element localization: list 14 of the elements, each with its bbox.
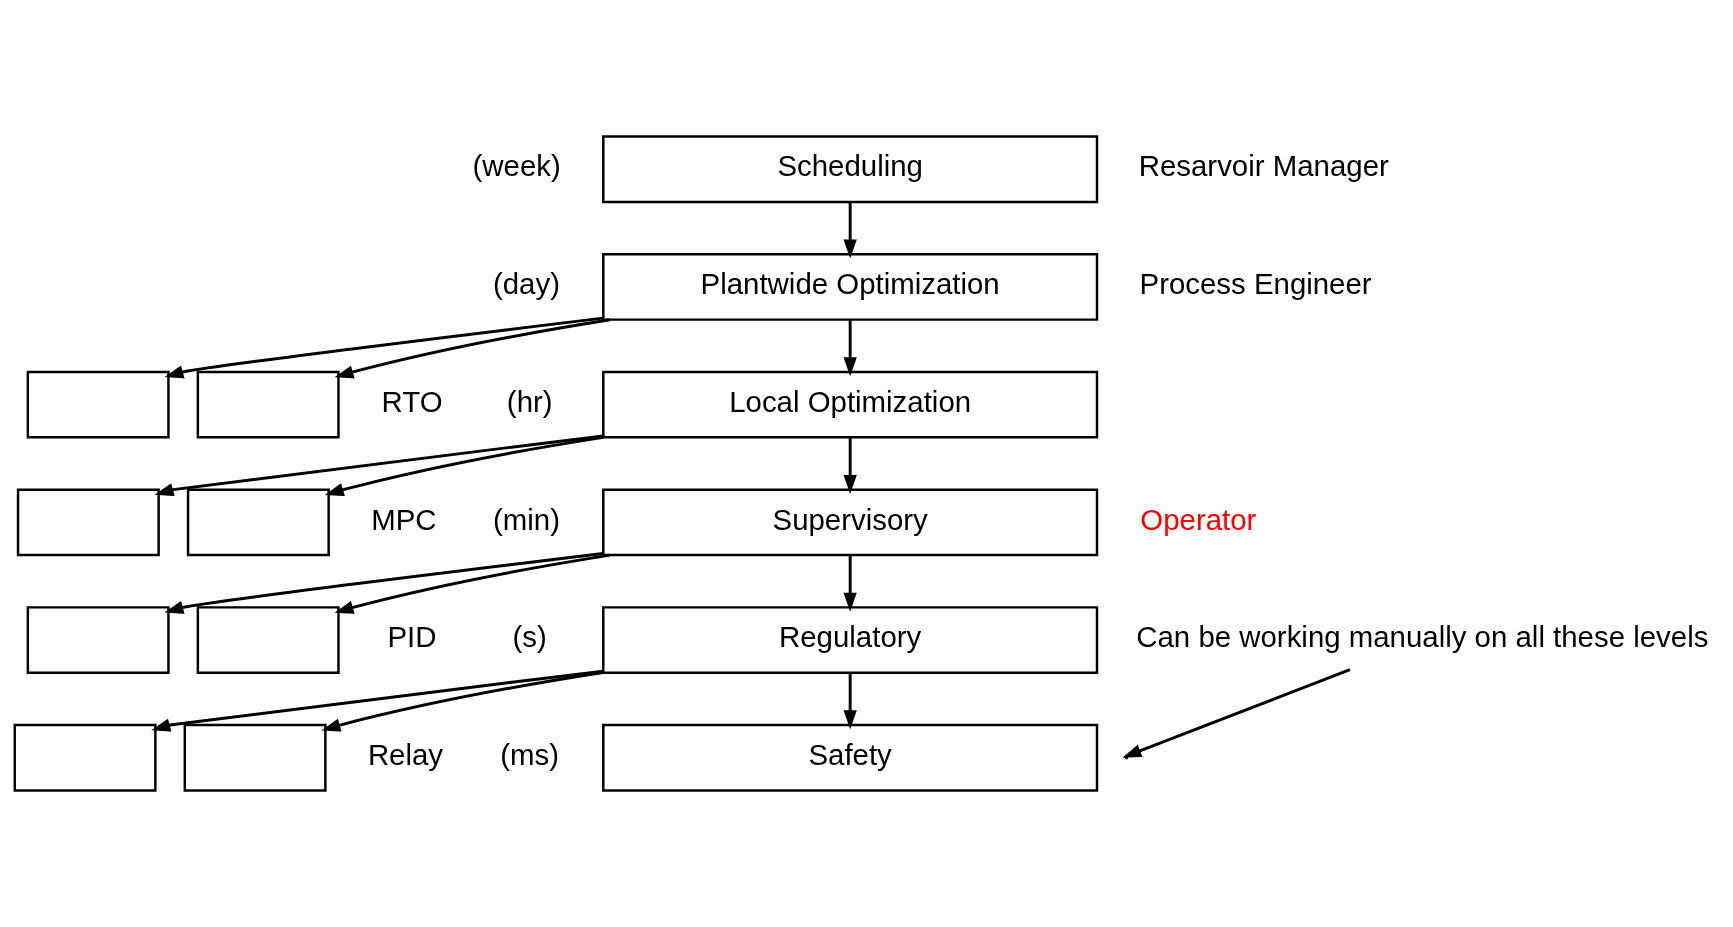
node-label: (ms) bbox=[500, 737, 560, 771]
node-label: (week) bbox=[472, 149, 561, 183]
label: Resarvoir Manager bbox=[1138, 149, 1389, 183]
node-label: (min) bbox=[492, 502, 560, 536]
label: Operator bbox=[1140, 502, 1257, 536]
node-label: (hr) bbox=[506, 384, 553, 418]
node-label: RTO bbox=[381, 384, 443, 418]
node-label: MPC bbox=[371, 502, 437, 536]
node-label: Relay bbox=[367, 737, 444, 771]
node-label: PID bbox=[387, 620, 437, 654]
node-label: (day) bbox=[492, 267, 560, 301]
node-label: (s) bbox=[512, 620, 547, 654]
label: Process Engineer bbox=[1139, 267, 1372, 301]
node-text: Can be working manually on all these levels bbox=[1136, 620, 1709, 654]
